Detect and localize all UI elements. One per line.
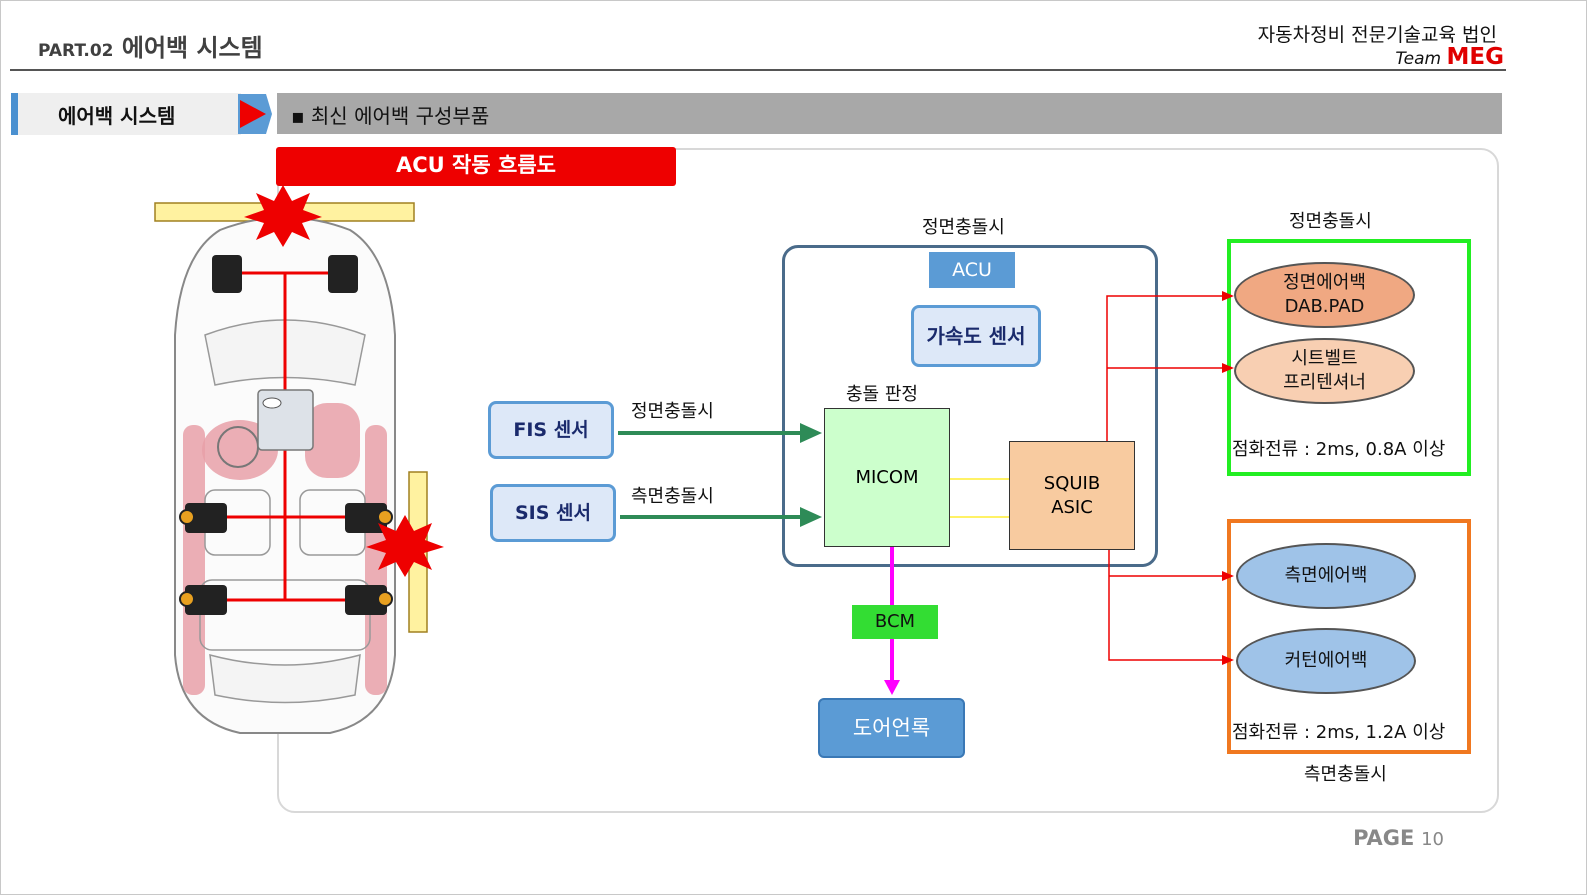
front-output-group (1227, 239, 1471, 476)
squib-asic-block: SQUIB ASIC (1009, 441, 1135, 550)
side-output-group (1227, 519, 1471, 754)
front-airbag-line1: 정면에어백 (1283, 272, 1366, 293)
team-logo: Team MEG (1395, 44, 1504, 70)
accel-sensor: 가속도 센서 (911, 305, 1041, 367)
part-label: PART.02 (38, 41, 114, 61)
play-arrow-icon (238, 94, 272, 134)
car-illustration (154, 185, 444, 734)
acu-flow-banner: ACU 작동 흐름도 (276, 147, 676, 186)
side-airbag-node: 측면에어백 (1236, 543, 1416, 609)
team-prefix: Team (1395, 49, 1442, 69)
topic-bar: ▪ 최신 에어백 구성부품 (277, 93, 1502, 134)
acu-top-label: 정면충돌시 (922, 217, 1005, 238)
section-label: 에어백 시스템 (58, 104, 176, 128)
page-label: PAGE (1353, 826, 1415, 850)
front-ignition-current: 점화전류 : 2ms, 0.8A 이상 (1232, 439, 1446, 460)
fis-sensor: FIS 센서 (488, 401, 614, 459)
micom-block: MICOM (824, 408, 950, 547)
acu-tag: ACU (929, 252, 1015, 288)
side-impact-burst-icon (366, 515, 444, 577)
side-group-label: 측면충돌시 (1304, 764, 1387, 785)
title-text: 에어백 시스템 (121, 34, 263, 62)
door-unlock-block: 도어언록 (818, 698, 965, 758)
header-divider (10, 69, 1506, 71)
page-indicator: PAGE 10 (1353, 826, 1444, 850)
slide-title: PART.02 에어백 시스템 (38, 28, 263, 63)
judge-label: 충돌 판정 (846, 384, 918, 405)
seatbelt-line2: 프리텐셔너 (1283, 372, 1366, 393)
front-impact-burst-icon (244, 185, 322, 247)
front-group-label: 정면충돌시 (1289, 211, 1372, 232)
seatbelt-line1: 시트벨트 (1291, 348, 1358, 369)
sis-arrow-label: 측면충돌시 (631, 486, 714, 507)
sis-sensor: SIS 센서 (490, 484, 616, 542)
squib-line1: SQUIB (1043, 473, 1101, 494)
page-number: 10 (1421, 829, 1444, 850)
bcm-block: BCM (852, 605, 938, 639)
squib-line2: ASIC (1051, 497, 1093, 518)
front-airbag-line2: DAB.PAD (1284, 296, 1365, 317)
front-airbag-node: 정면에어백 DAB.PAD (1234, 262, 1415, 328)
side-ignition-current: 점화전류 : 2ms, 1.2A 이상 (1232, 722, 1446, 743)
fis-arrow-label: 정면충돌시 (631, 401, 714, 422)
section-tab: 에어백 시스템 (11, 93, 241, 135)
org-name: 자동차정비 전문기술교육 법인 (1257, 24, 1497, 46)
topic-label: ▪ 최신 에어백 구성부품 (291, 104, 490, 128)
curtain-airbag-node: 커턴에어백 (1236, 628, 1416, 694)
team-name: MEG (1446, 44, 1504, 70)
